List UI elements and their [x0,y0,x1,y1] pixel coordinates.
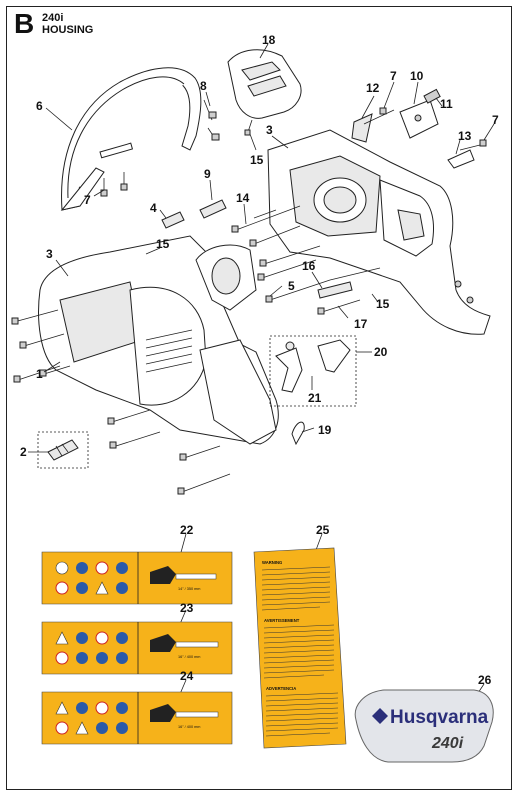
sticker-24-icons [55,701,128,735]
sticker-22-bar: 14" / 350 mm [178,587,200,591]
warning-heading-es: ADVERTENCIA [266,686,296,691]
callout-7-left: 7 [84,193,91,207]
sticker-23: 23 16" / 400 mm [41,601,233,675]
part-4 [161,211,185,229]
callout-18: 18 [262,33,276,47]
callout-26: 26 [478,673,492,687]
part-11-bolt [423,88,441,104]
part-13-clip [447,149,475,169]
sticker-22-icons [55,561,128,595]
leader-lines [28,43,495,453]
page-frame [6,6,512,790]
sticker-24: 24 16" / 400 mm [41,669,233,745]
callout-15-left: 15 [156,237,170,251]
rear-housing [267,129,491,335]
main-housing [38,235,279,445]
warning-text-lines-es [265,692,339,737]
callout-19: 19 [318,423,332,437]
sticker-23-icons [55,631,128,665]
sticker-24-bar: 16" / 400 mm [178,725,200,729]
callout-12: 12 [366,81,380,95]
cooling-fins [145,329,193,373]
warning-text-lines-fr [263,624,335,679]
callout-24: 24 [180,669,194,683]
callout-20: 20 [374,345,388,359]
sticker-22: 22 14" / 350 mm [41,523,233,605]
front-handle [60,67,202,211]
part-16-strip [317,281,353,299]
part-9 [199,199,227,219]
callout-16: 16 [302,259,316,273]
callout-17: 17 [354,317,368,331]
sticker-23-bar: 16" / 400 mm [178,655,200,659]
callout-8: 8 [200,79,207,93]
section-letter: B [14,8,35,39]
trigger-group-box [269,335,357,407]
callout-15-top: 15 [250,153,264,167]
callout-7-top: 7 [390,69,397,83]
callout-23: 23 [180,601,194,615]
callout-4: 4 [150,201,157,215]
callout-5: 5 [288,279,295,293]
handle-screws [100,99,220,197]
callout-14: 14 [236,191,250,205]
callout-25: 25 [316,523,330,537]
callout-22: 22 [180,523,194,537]
model-name: 240i [42,12,64,24]
plate-model: 240i [431,735,464,752]
callout-11: 11 [440,97,453,111]
callout-6: 6 [36,99,43,113]
callout-3-left: 3 [46,247,53,261]
housing-screws [11,107,487,495]
part-10-plate [399,99,439,139]
part-2-dashed-box [37,431,89,469]
callout-15-right: 15 [376,297,390,311]
warning-label-25: 25 WARNING AVERTISSEMENT ADVERTENCIA [253,523,347,749]
callout-10: 10 [410,69,424,83]
callout-2: 2 [20,445,27,459]
callout-9: 9 [204,167,211,181]
warning-text-lines-en [261,566,331,611]
warning-heading-en: WARNING [262,560,282,565]
brand-plate-26: 26 Husqvarna 240i [354,673,494,763]
callout-13: 13 [458,129,472,143]
callout-3-right: 3 [266,123,273,137]
part-19-spring [291,421,305,446]
husqvarna-crown-icon [372,708,388,724]
part-12-bracket [351,113,373,143]
warning-heading-fr: AVERTISSEMENT [264,618,300,623]
plate-brand: Husqvarna [390,707,489,728]
callout-1: 1 [36,367,43,381]
section-title: HOUSING [42,24,94,36]
top-cover [227,49,302,136]
callout-7-right: 7 [492,113,499,127]
callout-21: 21 [308,391,322,405]
